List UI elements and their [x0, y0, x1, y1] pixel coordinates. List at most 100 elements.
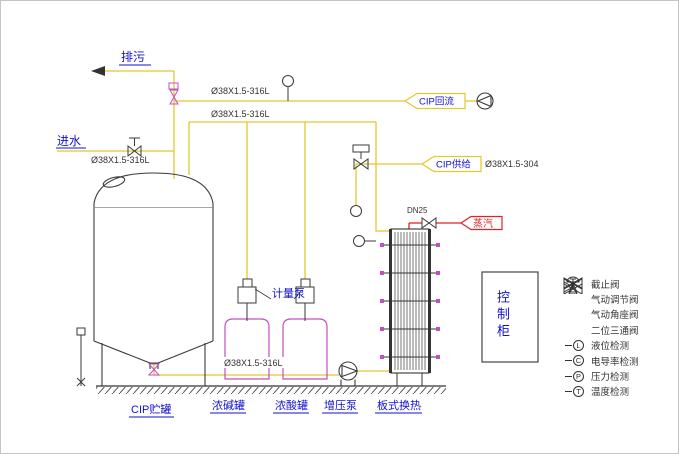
- cip-supply-banner: [420, 155, 482, 173]
- supply-pneumatic-valve: [352, 144, 370, 170]
- legend-row-three-way-valve: 二位三通阀: [561, 278, 639, 337]
- suction-spec-bg: [222, 357, 296, 368]
- hx-feet: [396, 373, 423, 386]
- inlet-valve: [127, 137, 142, 158]
- alkali-tank-body: [224, 318, 270, 380]
- tank-cone: [93, 340, 214, 364]
- cip-supply-banner-label: CIP供给: [436, 159, 471, 171]
- level-instrument-icon: L: [561, 339, 588, 351]
- metering-pump-1: [237, 278, 257, 321]
- return-pump-impeller-icon: [476, 94, 492, 108]
- level-gauge-head: [76, 327, 86, 336]
- supply-pipe-spec-label: Ø38X1.5-304: [485, 159, 539, 169]
- branch-pipe-spec-label: Ø38X1.5-316L: [211, 109, 270, 119]
- dn25-label: DN25: [407, 206, 428, 215]
- booster-pump-label: 增压泵: [324, 398, 357, 412]
- booster-pump-impeller-icon: [341, 364, 359, 378]
- level-gauge: [76, 327, 86, 387]
- acid-tank-label: 浓酸罐: [275, 398, 308, 412]
- inlet-valve-right: [133, 144, 142, 158]
- control-cabinet-label: 控制柜: [495, 290, 510, 341]
- text-labels: 排污 进水 Ø38X1.5-316L Ø38X1.5-316L Ø38X1.5-…: [56, 50, 539, 418]
- gauge-bubble: [282, 75, 294, 87]
- tank-outlet-valve: [147, 363, 161, 376]
- pressure-instrument-icon: P: [561, 370, 588, 382]
- temperature-instrument-bubble: [353, 235, 365, 247]
- water-inlet-label: 进水: [57, 134, 81, 148]
- cip-tank-label: CIP贮罐: [131, 403, 171, 416]
- booster-pump-base: [340, 379, 356, 386]
- inlet-pipe-spec-label: Ø38X1.5-316L: [91, 155, 150, 165]
- legend-label: 截止阀: [591, 279, 620, 291]
- leader-line-2: [293, 289, 303, 300]
- metering-pump-1-motor: [242, 278, 253, 288]
- legend-label: 温度检测: [591, 387, 630, 399]
- ground: [96, 385, 446, 394]
- alkali-tank-shape: [224, 318, 270, 380]
- pressure-instrument-bubble: [350, 205, 362, 217]
- metering-pump-1-body: [237, 286, 257, 304]
- steam-banner: [459, 215, 503, 231]
- return-line-gauge: [282, 75, 294, 101]
- cip-return-banner: [403, 92, 466, 110]
- metering-pump-2-motor: [300, 278, 311, 288]
- control-cabinet-box: [481, 271, 539, 363]
- hx-feed-riser-pipe: [375, 122, 391, 232]
- hx-tie-rods: [382, 244, 438, 358]
- steam-valve-left: [421, 217, 430, 229]
- blowdown-valve-actuator: [168, 82, 179, 90]
- blowdown-arrow-icon: [91, 66, 105, 76]
- legend-label: 电导率检测: [591, 356, 639, 368]
- acid-tank-body: [282, 318, 328, 380]
- temperature-instrument-icon: T: [561, 385, 588, 397]
- legend-label: 气动调节阀: [591, 295, 639, 307]
- alkali-tank-label: 浓碱罐: [212, 399, 245, 412]
- cip-storage-tank: [93, 172, 214, 386]
- blowdown-valve: [168, 82, 179, 105]
- legend-row-conductivity-detection: C 电导率检测: [561, 353, 639, 368]
- metering-pump-2: [295, 278, 315, 321]
- metering-pump-label: 计量泵: [272, 287, 305, 300]
- supply-valve-actuator: [352, 144, 370, 153]
- legend-label: 液位检测: [591, 341, 630, 353]
- pressure-instrument: [350, 205, 362, 217]
- tank-legs: [101, 343, 206, 386]
- legend-label: 压力检测: [591, 372, 630, 384]
- level-gauge-cross: [76, 377, 86, 387]
- cip-return-banner-label: CIP回流: [419, 96, 454, 108]
- steam-piping: [408, 222, 461, 229]
- flow-banners: [403, 92, 503, 231]
- legend-row-temperature-detection: T 温度检测: [561, 384, 639, 399]
- blowdown-valve-body-top: [169, 89, 179, 99]
- steam-banner-label: 蒸汽: [473, 217, 493, 230]
- blowdown-valve-body-bottom: [169, 95, 179, 105]
- outlet-valve-top: [147, 363, 161, 371]
- metering-pump-leaders: [254, 288, 303, 300]
- ground-hatch: [96, 387, 446, 394]
- supply-valve-left: [353, 158, 362, 170]
- supply-valve-right: [360, 158, 369, 170]
- acid-tank-shape: [282, 318, 328, 380]
- legend-label: 二位三通阀: [591, 325, 639, 337]
- legend-row-pressure-detection: P 压力检测: [561, 368, 639, 383]
- return-pipe-spec-label: Ø38X1.5-316L: [211, 86, 270, 96]
- blowdown-label: 排污: [121, 50, 145, 64]
- conductivity-instrument-icon: C: [561, 355, 588, 367]
- legend: 截止阀 气动调节阀 气动角座阀: [561, 276, 639, 399]
- steam-valve-right: [428, 217, 437, 229]
- return-pump-symbol: [476, 92, 494, 110]
- legend-row-pneumatic-angle-valve: 气动角座阀: [561, 278, 639, 322]
- tank-manway: [102, 176, 126, 188]
- plate-heat-exchanger: [380, 228, 440, 386]
- outlet-valve-bottom: [147, 368, 161, 376]
- booster-pump-symbol: [338, 361, 359, 386]
- heat-exchanger-label: 板式换热: [377, 398, 421, 412]
- hx-tie-rod-nuts: [380, 243, 440, 359]
- legend-label: 气动角座阀: [591, 310, 639, 322]
- legend-row-level-detection: L 液位检测: [561, 338, 639, 353]
- leader-line-1: [254, 288, 272, 300]
- temperature-instrument: [353, 235, 376, 247]
- inlet-valve-left: [127, 144, 136, 158]
